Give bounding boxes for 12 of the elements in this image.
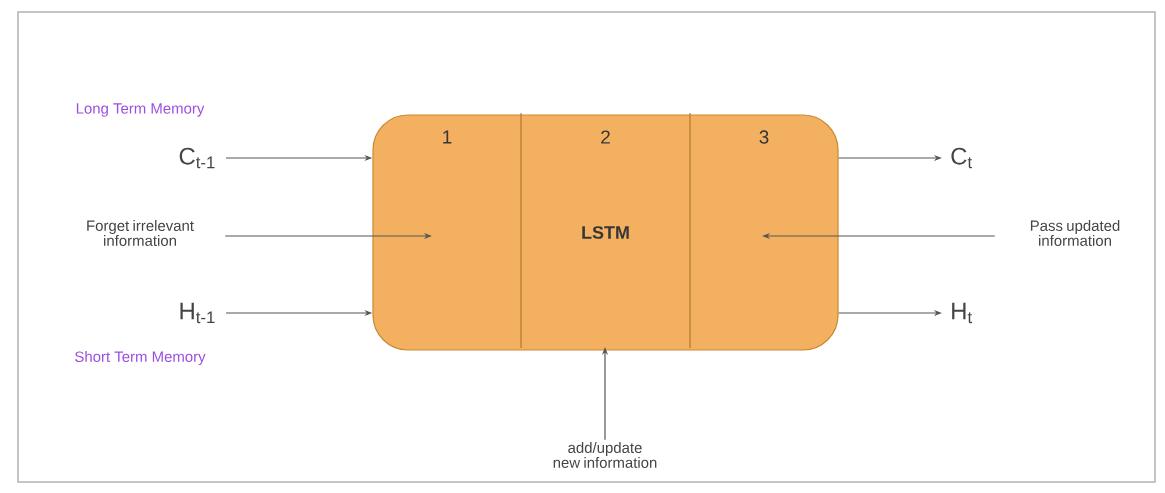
section-number: 3 [759, 130, 769, 144]
input-label: Pass updated information [1030, 220, 1120, 246]
section-number: 2 [601, 130, 610, 144]
section-number: 1 [443, 130, 452, 144]
input-label: Forget irrelevant information [87, 220, 194, 246]
variable-label: C$_{t-1}$ [179, 147, 215, 169]
variable-label: H$_{t}$ [952, 302, 972, 324]
variable-label: C$_{t}$ [951, 147, 972, 169]
input-label: add/update new information [553, 442, 657, 468]
memory-label: Short Term Memory [75, 351, 206, 365]
variable-label: H$_{t-1}$ [180, 302, 215, 324]
memory-label: Long Term Memory [76, 103, 205, 117]
